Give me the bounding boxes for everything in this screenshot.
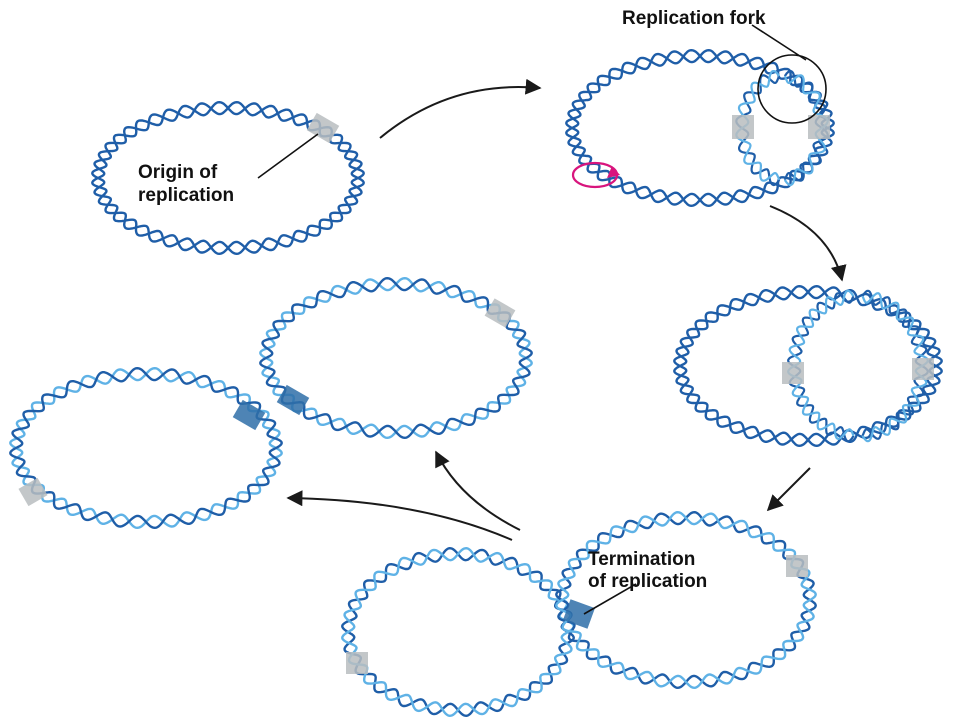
- parental-strand-b: [91, 100, 365, 256]
- terminating-dna-pair: [341, 510, 817, 718]
- termination-marker: [563, 599, 595, 629]
- arrow-to-daughter-left: [286, 490, 513, 541]
- replication-fork-pointer: [751, 24, 807, 61]
- stage4-right-strand-b: [555, 510, 817, 690]
- origin-marker-stage3-right: [912, 358, 934, 380]
- origin-marker-daughter2-dark: [232, 399, 266, 431]
- replication-fork-circle: [757, 54, 827, 124]
- origin-marker-stage3-left: [782, 362, 804, 384]
- termination-label-line2: of replication: [588, 571, 707, 592]
- origin-marker: [306, 112, 340, 144]
- daughter-dna-circle-upper: [259, 276, 533, 440]
- termination-pointer-line: [583, 583, 637, 615]
- replicating-dna-early: [565, 48, 835, 208]
- parental-dna-circle: [91, 100, 365, 256]
- origin-pointer-line: [257, 133, 319, 179]
- replicating-dna-theta: [673, 284, 943, 448]
- topoisomerase-enzyme-icon: [571, 161, 620, 189]
- arrow-stage2-to-stage3: [769, 205, 847, 282]
- origin-marker-stage4-left: [346, 652, 368, 674]
- origin-label-line2: replication: [138, 185, 234, 206]
- daughter-upper-strand-b: [259, 276, 533, 440]
- stage2-outer-strand-b: [565, 48, 835, 208]
- origin-marker-left-copy: [732, 115, 754, 139]
- stage4-right-strand-a: [555, 510, 817, 690]
- daughter-left-strand-b: [9, 366, 283, 530]
- origin-label-line1: Origin of: [138, 162, 218, 183]
- origin-marker-daughter1-light: [484, 298, 516, 328]
- origin-marker-daughter1-dark: [276, 384, 310, 416]
- daughter-dna-circle-left: [9, 366, 283, 530]
- origin-marker-daughter2-light: [18, 477, 48, 507]
- replication-fork-label: Replication fork: [622, 8, 766, 29]
- arrow-stage1-to-stage2: [379, 78, 542, 139]
- arrow-to-daughter-upper: [435, 450, 521, 531]
- origin-marker-right-copy: [808, 115, 830, 139]
- arrow-stage3-to-stage4: [766, 467, 811, 512]
- daughter-upper-strand-a: [259, 276, 533, 440]
- daughter-left-strand-a: [9, 366, 283, 530]
- origin-marker-stage4-right: [786, 555, 808, 577]
- stage4-left-strand-b: [341, 546, 575, 718]
- termination-label-line1: Termination: [588, 549, 695, 570]
